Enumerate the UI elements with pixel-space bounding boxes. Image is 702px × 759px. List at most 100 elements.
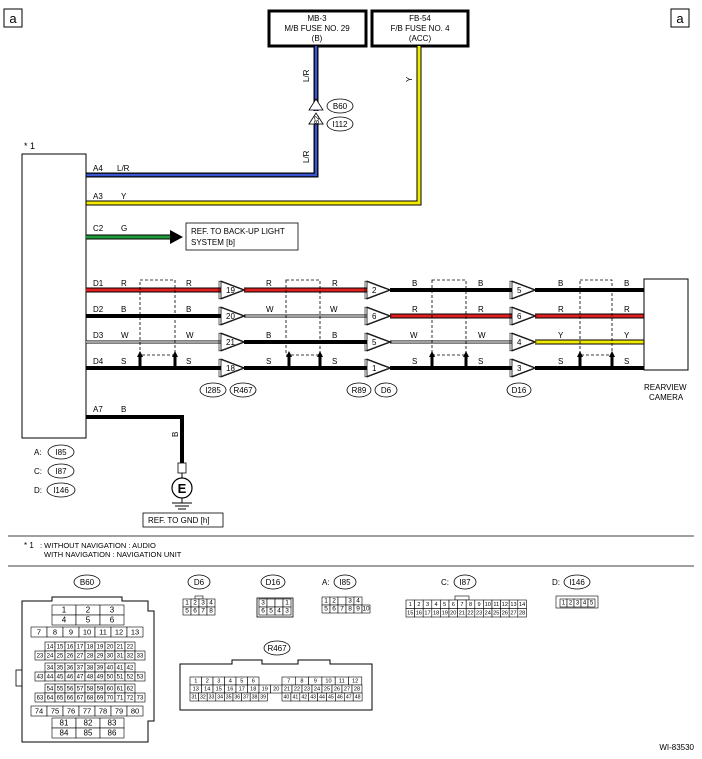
face-prefix-i87: C: <box>441 578 449 587</box>
svg-text:D6: D6 <box>194 578 205 587</box>
svg-text:40: 40 <box>107 666 114 672</box>
svg-text:3: 3 <box>426 602 429 608</box>
connector-d16-pin-4: 4 <box>509 332 538 352</box>
svg-text:32: 32 <box>200 695 206 701</box>
wire-label-lr-lower: L/R <box>302 150 311 163</box>
svg-text:9: 9 <box>314 679 317 685</box>
svg-text:15: 15 <box>57 645 64 651</box>
svg-text:46: 46 <box>337 695 343 701</box>
svg-text:SYSTEM [b]: SYSTEM [b] <box>191 238 235 247</box>
connector-d16-pin-5: 5 <box>509 280 538 300</box>
svg-text:46: 46 <box>67 675 74 681</box>
pin-c2-color: G <box>121 224 127 233</box>
svg-text:B: B <box>478 279 483 288</box>
svg-text:82: 82 <box>312 116 321 124</box>
svg-text:20: 20 <box>450 611 456 617</box>
svg-text:* 1: * 1 <box>24 541 34 550</box>
svg-text:(ACC): (ACC) <box>409 34 432 43</box>
rearview-camera: REARVIEW CAMERA <box>643 278 689 402</box>
svg-text:27: 27 <box>344 687 350 693</box>
svg-text:58: 58 <box>87 687 94 693</box>
drain-arrow-2 <box>172 351 178 357</box>
svg-text:6: 6 <box>452 602 455 608</box>
svg-text:18: 18 <box>433 611 439 617</box>
svg-text:9: 9 <box>478 602 481 608</box>
fuse-box-mb29: MB-3 M/B FUSE NO. 29 (B) <box>267 9 368 48</box>
svg-text:MB-3: MB-3 <box>307 14 327 23</box>
svg-text:4: 4 <box>277 608 281 615</box>
svg-text:67: 67 <box>77 696 84 702</box>
svg-text:60: 60 <box>107 687 114 693</box>
svg-text:WITH NAVIGATION : NAVIGATION: WITH NAVIGATION : NAVIGATION UNIT <box>44 550 182 559</box>
svg-text:9: 9 <box>69 628 73 637</box>
svg-text:26: 26 <box>67 654 74 660</box>
svg-text:10: 10 <box>485 602 491 608</box>
pin-d4: D4 <box>93 357 104 366</box>
svg-text:3: 3 <box>217 679 220 685</box>
svg-text:12: 12 <box>502 602 508 608</box>
svg-text:I85: I85 <box>55 448 67 457</box>
wire-ground: B E <box>86 415 193 510</box>
pin-d3-color: W <box>121 331 129 340</box>
pin-a4: A4 <box>93 164 103 173</box>
svg-text:REARVIEW: REARVIEW <box>644 383 687 392</box>
svg-text:2: 2 <box>193 600 197 607</box>
svg-text:18: 18 <box>250 687 256 693</box>
svg-text:28: 28 <box>354 687 360 693</box>
connector-d16-pin-6: 6 <box>509 306 538 326</box>
svg-text:R: R <box>412 305 418 314</box>
svg-text:W: W <box>410 331 418 340</box>
svg-text:S: S <box>332 357 337 366</box>
svg-text:81: 81 <box>60 719 69 728</box>
page-mark-left: a <box>3 8 23 28</box>
svg-text:34: 34 <box>47 666 54 672</box>
svg-text:29: 29 <box>97 654 104 660</box>
connector-r89-pin-5: 5 <box>364 332 393 352</box>
svg-text:38: 38 <box>252 695 258 701</box>
svg-text:13: 13 <box>510 602 516 608</box>
svg-text:28: 28 <box>519 611 525 617</box>
svg-text:38: 38 <box>87 666 94 672</box>
svg-text:19: 19 <box>226 286 235 295</box>
svg-text:R467: R467 <box>233 386 253 395</box>
svg-text:R89: R89 <box>352 386 367 395</box>
svg-text:I146: I146 <box>569 578 585 587</box>
svg-text:17: 17 <box>424 611 430 617</box>
svg-text:76: 76 <box>67 707 75 716</box>
svg-text:16: 16 <box>67 645 74 651</box>
svg-text:I87: I87 <box>55 467 67 476</box>
wire-y <box>86 46 422 206</box>
svg-text:5: 5 <box>269 608 273 615</box>
svg-text:56: 56 <box>67 687 74 693</box>
svg-text:27: 27 <box>77 654 84 660</box>
svg-text:18: 18 <box>87 645 94 651</box>
svg-text:2: 2 <box>417 602 420 608</box>
svg-text:20: 20 <box>273 687 279 693</box>
svg-text:W: W <box>266 305 274 314</box>
wire-g <box>86 230 183 244</box>
svg-text:A:: A: <box>322 578 330 587</box>
svg-text:41: 41 <box>117 666 124 672</box>
svg-text:S: S <box>266 357 271 366</box>
svg-text:80: 80 <box>131 707 139 716</box>
svg-text:21: 21 <box>459 611 465 617</box>
svg-text:22: 22 <box>294 687 300 693</box>
svg-text:B: B <box>624 279 629 288</box>
shield-box-2 <box>285 279 321 356</box>
pin-d1: D1 <box>93 279 104 288</box>
face-tag-i87: I87 <box>453 574 477 590</box>
svg-text:8: 8 <box>53 628 57 637</box>
svg-text:54: 54 <box>47 687 54 693</box>
svg-text:22: 22 <box>127 645 134 651</box>
pin-a7-color: B <box>121 405 126 414</box>
face-tag-i146: I146 <box>563 574 591 590</box>
svg-text:M/B FUSE NO. 29: M/B FUSE NO. 29 <box>284 24 350 33</box>
svg-text:3: 3 <box>576 601 580 607</box>
